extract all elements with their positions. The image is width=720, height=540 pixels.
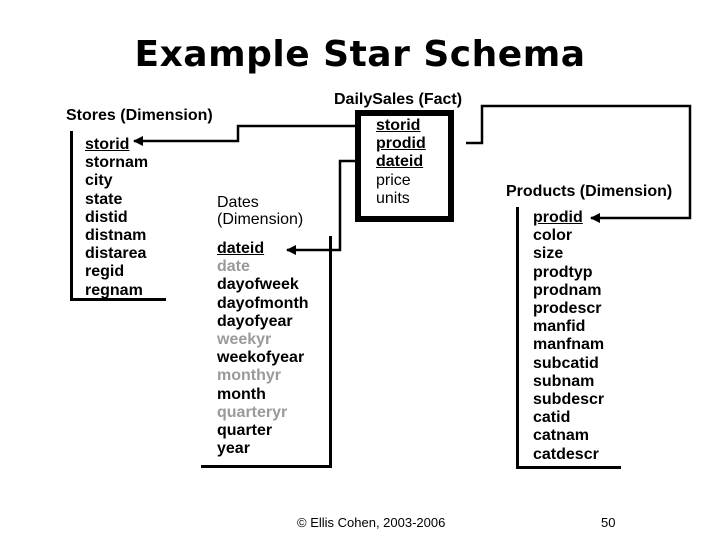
stores-field: state [85, 190, 123, 208]
stores-field: distarea [85, 245, 147, 263]
prodid-link-arrow [466, 104, 692, 223]
page-number: 50 [601, 515, 616, 530]
products-table-name: Products (Dimension) [506, 183, 673, 200]
sales-field: dateid [376, 153, 424, 171]
copyright-text: © Ellis Cohen, 2003-2006 [297, 515, 446, 530]
dates-field: quarter [217, 422, 273, 440]
products-field: size [533, 245, 564, 263]
stores-field: distid [85, 208, 128, 226]
products-field: manfnam [533, 336, 605, 354]
sales-field: units [376, 189, 410, 207]
dates-field: date [217, 258, 250, 276]
stores-field: city [85, 172, 113, 190]
dates-field: dayofmonth [217, 294, 309, 312]
dateid-link-arrow [286, 159, 355, 255]
dates-field: month [217, 385, 266, 403]
stores-field: distnam [85, 227, 147, 245]
products-field: catdescr [533, 445, 599, 463]
products-field: manfid [533, 318, 586, 336]
products-field: prodid [533, 209, 583, 226]
products-field: catnam [533, 427, 590, 445]
slide-title: Example Star Schema [134, 34, 586, 75]
dates-field: weekyr [217, 331, 272, 349]
products-field: subnam [533, 372, 595, 390]
dates-table: dateid date dayofweek dayofmonth dayofye… [201, 236, 332, 468]
dates-field: dayofweek [217, 276, 299, 294]
stores-field: stornam [85, 154, 149, 172]
dates-table-name-line1: Dates [217, 194, 259, 211]
dates-field: dayofyear [217, 312, 293, 330]
sales-fact-table: storid prodid dateid price units [355, 110, 454, 222]
dates-field: quarteryr [217, 403, 288, 421]
dates-field: weekofyear [217, 349, 305, 367]
products-field: prodtyp [533, 263, 593, 281]
stores-field: regid [85, 263, 125, 281]
sales-field-list: storid prodid dateid price units [376, 117, 426, 208]
stores-table: storid stornam city state distid distnam… [70, 131, 166, 301]
products-field: prodnam [533, 281, 602, 299]
dates-field-list: dateid date dayofweek dayofmonth dayofye… [217, 240, 309, 458]
sales-field: price [376, 171, 411, 189]
stores-field: regnam [85, 281, 143, 299]
stores-table-name: Stores (Dimension) [66, 107, 213, 124]
stores-field: storid [85, 136, 130, 153]
products-field: subcatid [533, 354, 599, 372]
products-table: prodid color size prodtyp prodnam prodes… [516, 207, 621, 469]
products-field: subdescr [533, 391, 605, 409]
dates-table-name-line2: (Dimension) [217, 211, 304, 228]
dates-field: monthyr [217, 367, 281, 385]
sales-field: storid [376, 117, 421, 134]
products-field-list: prodid color size prodtyp prodnam prodes… [533, 209, 604, 464]
products-field: prodescr [533, 300, 602, 318]
sales-field: prodid [376, 135, 426, 153]
sales-table-name: DailySales (Fact) [334, 91, 463, 108]
storid-link-arrow [133, 124, 355, 146]
products-field: catid [533, 409, 571, 427]
dates-field: dateid [217, 240, 265, 257]
products-field: color [533, 227, 573, 245]
stores-field-list: storid stornam city state distid distnam… [85, 136, 148, 300]
dates-field: year [217, 440, 250, 458]
